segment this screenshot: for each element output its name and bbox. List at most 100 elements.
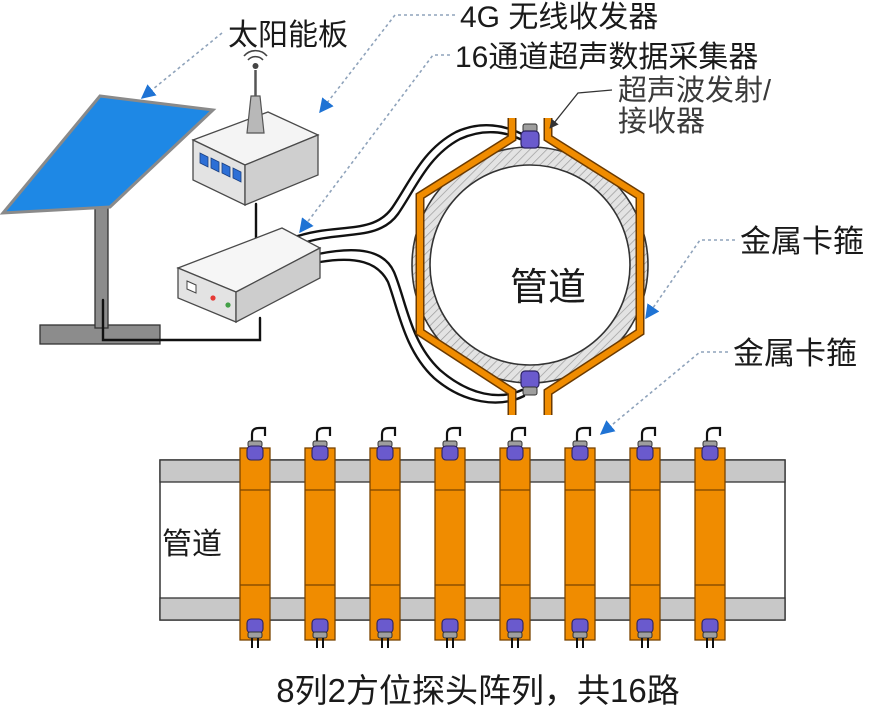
- leader-router: [319, 14, 455, 114]
- strip-top-cable: [315, 426, 332, 444]
- strip-top-cable: [445, 426, 462, 444]
- clamp-strip: [629, 426, 661, 648]
- strip-bottom-sensor: [571, 618, 589, 634]
- cables: [101, 124, 526, 404]
- pipe-cross-section: 管道: [411, 146, 649, 384]
- leader-solar-panel: [140, 32, 223, 99]
- strip-top-sensor: [311, 445, 329, 461]
- strip-top-sensor: [506, 445, 524, 461]
- leader-collector: [299, 54, 450, 234]
- top-sensor-cable-a: [290, 124, 524, 240]
- clamp-strip-body: [304, 447, 336, 641]
- leader-clamp-upper: [645, 239, 735, 320]
- strip-bottom-cable: [576, 638, 584, 648]
- clamp-strip-body: [629, 447, 661, 641]
- bottom-sensor-cable-b: [318, 258, 526, 404]
- clamp-strip: [369, 426, 401, 648]
- strip-top-cable: [705, 426, 722, 444]
- strip-bottom-sensor-cap: [702, 631, 718, 639]
- strip-bottom-cable: [316, 638, 324, 648]
- clamp-upper-label: 金属卡箍: [740, 224, 864, 259]
- router-led: [199, 152, 209, 168]
- bottom-sensor-cable-a: [316, 249, 524, 397]
- router-led: [232, 167, 242, 183]
- pipe-bore: [429, 164, 631, 366]
- strip-top-sensor: [376, 445, 394, 461]
- array-caption: 8列2方位探头阵列，共16路: [276, 672, 679, 709]
- clamp-strip-body: [239, 447, 271, 641]
- strip-bottom-cable: [511, 638, 519, 648]
- solar-panel: [0, 94, 217, 345]
- collector-led-green: [225, 302, 231, 308]
- strip-bottom-sensor-cap: [637, 631, 653, 639]
- transducer-label-line1: 超声波发射/: [618, 74, 772, 107]
- clamp-strip-body: [499, 447, 531, 641]
- strip-bottom-sensor: [506, 618, 524, 634]
- strip-top-cable: [575, 426, 592, 444]
- strip-bottom-cable: [381, 638, 389, 648]
- pipe-side-label: 管道: [162, 528, 222, 561]
- strip-top-sensor: [246, 445, 264, 461]
- strip-top-cable: [510, 426, 527, 444]
- antenna-icon: [243, 49, 268, 134]
- strip-bottom-sensor: [636, 618, 654, 634]
- clamp-strip: [304, 426, 336, 648]
- clamp-strip-body: [434, 447, 466, 641]
- clamp-left-half: [417, 118, 515, 415]
- clamp-strip-body: [369, 447, 401, 641]
- leader-clamp-lower: [599, 351, 728, 435]
- leader-lines: [140, 14, 735, 435]
- strip-bottom-sensor-cap: [377, 631, 393, 639]
- data-collector: [176, 227, 322, 324]
- strip-bottom-sensor: [441, 618, 459, 634]
- router-leds: [199, 152, 242, 183]
- strip-top-sensor: [701, 445, 719, 461]
- power-cable: [101, 298, 262, 342]
- top-sensor-cable-b: [298, 130, 522, 246]
- strip-bottom-sensor-cap: [247, 631, 263, 639]
- strip-bottom-cable: [706, 638, 714, 648]
- ring-transducer-bottom: [520, 370, 540, 396]
- strip-bottom-cable: [446, 638, 454, 648]
- clamp-strip-array: [239, 426, 726, 648]
- strip-top-sensor: [441, 445, 459, 461]
- strip-top-cable: [250, 426, 267, 444]
- clamp-lower-label: 金属卡箍: [733, 336, 857, 371]
- strip-bottom-sensor-cap: [442, 631, 458, 639]
- solar-panel-post: [94, 199, 109, 329]
- collector-label: 16通道超声数据采集器: [455, 41, 758, 74]
- strip-bottom-sensor: [376, 618, 394, 634]
- router-4g: [191, 49, 320, 207]
- router-side-face: [244, 134, 319, 206]
- clamp-right-half: [545, 118, 643, 415]
- strip-bottom-cable: [641, 638, 649, 648]
- collector-led-red: [210, 295, 216, 301]
- clamp-strip: [564, 426, 596, 648]
- solar-panel-label: 太阳能板: [228, 19, 348, 52]
- router-led: [221, 162, 231, 178]
- clamp-strip: [434, 426, 466, 648]
- strip-top-cable: [640, 426, 657, 444]
- clamp-strip-body: [694, 447, 726, 641]
- pipe-cross-section-label: 管道: [510, 267, 586, 309]
- router-label: 4G 无线收发器: [460, 1, 658, 34]
- strip-bottom-cable: [251, 638, 259, 648]
- clamp-strip-body: [564, 447, 596, 641]
- strip-bottom-sensor: [311, 618, 329, 634]
- metal-clamp-ring: [415, 118, 645, 415]
- router-led: [210, 157, 220, 173]
- strip-top-sensor: [636, 445, 654, 461]
- strip-top-cable: [380, 426, 397, 444]
- strip-bottom-sensor-cap: [507, 631, 523, 639]
- collector-side-face: [235, 246, 321, 324]
- strip-bottom-sensor-cap: [312, 631, 328, 639]
- strip-top-sensor: [571, 445, 589, 461]
- strip-bottom-sensor: [246, 618, 264, 634]
- transducer-label-line2: 接收器: [618, 105, 705, 138]
- strip-bottom-sensor-cap: [572, 631, 588, 639]
- strip-bottom-sensor: [701, 618, 719, 634]
- solar-panel-surface: [0, 94, 217, 215]
- clamp-strip: [239, 426, 271, 648]
- clamp-strip: [499, 426, 531, 648]
